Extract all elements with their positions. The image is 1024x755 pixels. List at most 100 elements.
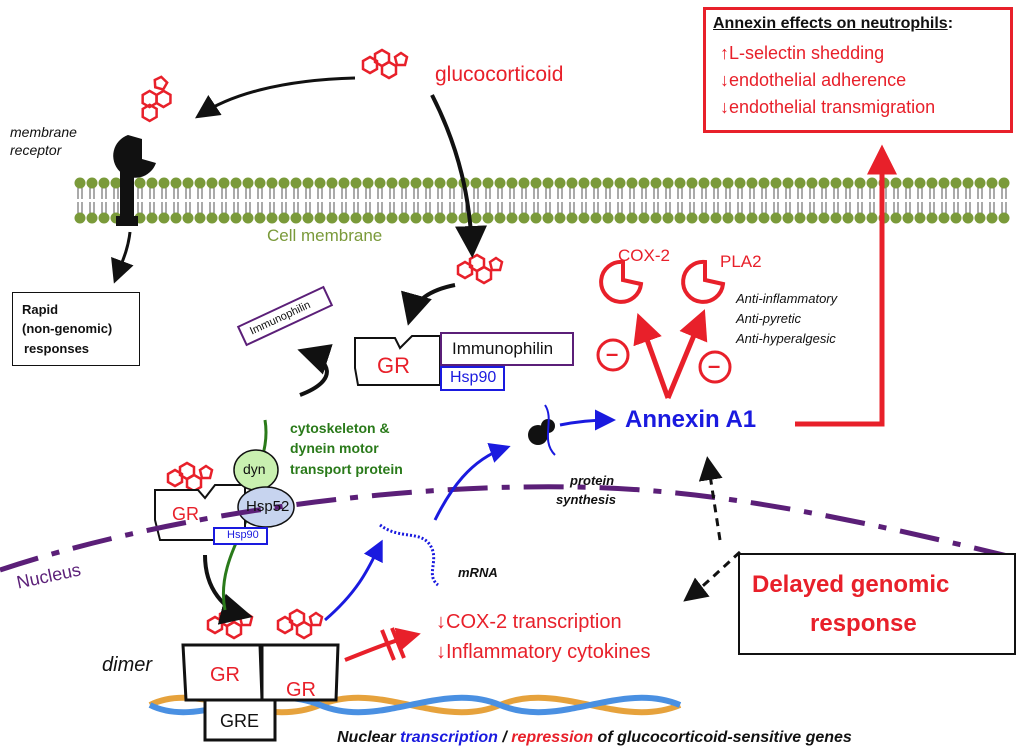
annexin-effects-title-text: Annexin effects on neutrophils: [713, 15, 948, 32]
lipid-head: [422, 212, 434, 224]
lipid-head: [386, 212, 398, 224]
lipid-head: [662, 177, 674, 189]
lipid-head: [482, 177, 494, 189]
rapid-responses-box: [12, 292, 140, 366]
lipid-head: [698, 177, 710, 189]
lipid-head: [542, 212, 554, 224]
lipid-head: [290, 177, 302, 189]
lipid-head: [86, 177, 98, 189]
rapid-responses-line3: responses: [24, 341, 90, 356]
lipid-head: [914, 177, 926, 189]
lipid-head: [758, 212, 770, 224]
lipid-head: [482, 212, 494, 224]
lipid-head: [134, 177, 146, 189]
lipid-head: [218, 177, 230, 189]
lipid-head: [638, 212, 650, 224]
lipid-head: [254, 177, 266, 189]
annexin-effect-item: ↑L-selectin shedding: [720, 44, 884, 62]
lipid-head: [734, 177, 746, 189]
lipid-head: [986, 212, 998, 224]
lipid-head: [662, 212, 674, 224]
lipid-head: [602, 212, 614, 224]
lipid-head: [98, 177, 110, 189]
cox2-label: COX-2: [618, 246, 670, 265]
lipid-head: [578, 212, 590, 224]
immunophilin-box: [440, 332, 574, 366]
footer-repression: repression: [511, 729, 594, 746]
hsp52-label: Hsp52: [246, 498, 290, 515]
lipid-head: [902, 177, 914, 189]
lipid-head: [554, 212, 566, 224]
lipid-head: [806, 212, 818, 224]
lipid-head: [530, 177, 542, 189]
lipid-head: [158, 212, 170, 224]
lipid-head: [830, 212, 842, 224]
pla2-label: PLA2: [720, 252, 762, 271]
lipid-head: [926, 177, 938, 189]
lipid-head: [566, 177, 578, 189]
membrane-receptor-label-line1: membrane: [10, 124, 77, 140]
membrane-receptor-label-line2: receptor: [10, 142, 62, 158]
lipid-head: [650, 212, 662, 224]
lipid-head: [782, 177, 794, 189]
lipid-head: [542, 177, 554, 189]
lipid-head: [794, 212, 806, 224]
lipid-head: [446, 177, 458, 189]
inflammatory-cytokines-label: ↓Inflammatory cytokines: [436, 642, 651, 662]
lipid-head: [938, 212, 950, 224]
down-arrow-icon: ↓: [436, 611, 446, 633]
lipid-head: [278, 177, 290, 189]
lipid-head: [158, 177, 170, 189]
lipid-head: [890, 177, 902, 189]
lipid-head: [350, 177, 362, 189]
lipid-head: [770, 177, 782, 189]
hsp90-box: [440, 366, 505, 391]
lipid-head: [902, 212, 914, 224]
gr-transport-label: GR: [172, 504, 199, 524]
lipid-head: [314, 212, 326, 224]
synthesis-label: synthesis: [556, 492, 616, 507]
rapid-responses-line1: Rapid: [22, 302, 59, 317]
lipid-head: [842, 212, 854, 224]
lipid-head: [566, 212, 578, 224]
lipid-head: [194, 177, 206, 189]
cox2-transcription-text: COX-2 transcription: [446, 611, 622, 633]
lipid-head: [410, 212, 422, 224]
lipid-head: [962, 177, 974, 189]
lipid-head: [638, 177, 650, 189]
lipid-head: [386, 177, 398, 189]
footer-separator: /: [497, 729, 512, 746]
lipid-head: [506, 177, 518, 189]
lipid-head: [86, 212, 98, 224]
lipid-head: [818, 177, 830, 189]
lipid-head: [242, 177, 254, 189]
annexin-effect-text: L-selectin shedding: [729, 43, 885, 63]
transport-line3: transport protein: [290, 461, 403, 477]
lipid-head: [674, 212, 686, 224]
lipid-head: [398, 177, 410, 189]
lipid-head: [470, 177, 482, 189]
lipid-head: [746, 212, 758, 224]
hsp90-small-box: [213, 527, 268, 545]
lipid-head: [650, 177, 662, 189]
lipid-head: [374, 177, 386, 189]
lipid-head: [734, 212, 746, 224]
lipid-head: [602, 177, 614, 189]
lipid-head: [986, 177, 998, 189]
lipid-head: [74, 177, 86, 189]
lipid-head: [338, 177, 350, 189]
transport-line1: cytoskeleton &: [290, 420, 390, 436]
lipid-head: [626, 212, 638, 224]
up-arrow-icon: ↑: [720, 43, 729, 63]
lipid-head: [710, 177, 722, 189]
immunophilin-label: Immunophilin: [452, 339, 554, 358]
lipid-head: [182, 212, 194, 224]
lipid-head: [350, 212, 362, 224]
lipid-head: [494, 177, 506, 189]
lipid-head: [254, 212, 266, 224]
footer-transcription: transcription: [400, 729, 498, 746]
down-arrow-icon: ↓: [720, 70, 729, 90]
lipid-head: [746, 177, 758, 189]
membrane-receptor-shape: [113, 135, 156, 226]
lipid-head: [494, 212, 506, 224]
